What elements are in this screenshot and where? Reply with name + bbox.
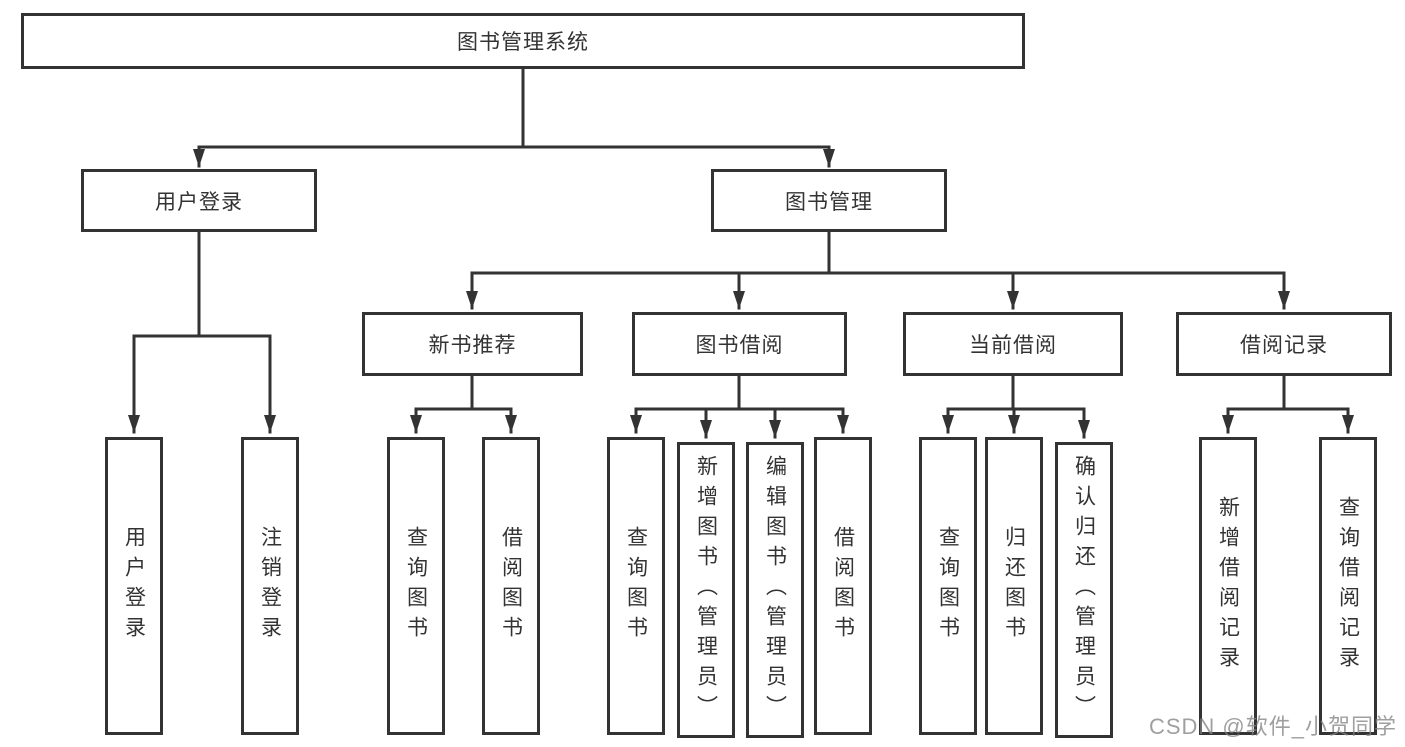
- node-label: 注销登录: [258, 526, 282, 646]
- edge-borrow-records-children: [1222, 374, 1354, 434]
- node-label: 新书推荐: [428, 334, 517, 357]
- node-label: 查询图书: [404, 526, 428, 646]
- node-logout: 注销登录: [241, 437, 299, 735]
- edge-root-to-level2: [193, 67, 835, 168]
- node-root: 图书管理系统: [21, 13, 1025, 69]
- csdn-watermark: CSDN @软件_小贺同学: [1148, 714, 1397, 739]
- node-label: 查询图书: [624, 526, 648, 646]
- node-br-query-record: 查询借阅记录: [1319, 437, 1377, 735]
- edge-current-borrow-children: [942, 374, 1090, 439]
- node-label: 当前借阅: [969, 334, 1057, 357]
- node-nbr-query-books: 查询图书: [387, 437, 445, 735]
- node-label: 用户登录: [155, 190, 243, 214]
- node-label: 确认归还（管理员）: [1072, 455, 1096, 725]
- edge-new-book-rec-children: [410, 374, 517, 434]
- node-label: 用户登录: [122, 526, 146, 646]
- node-nbr-borrow-books: 借阅图书: [482, 437, 540, 735]
- node-bb-add-books: 新增图书（管理员）: [677, 442, 735, 738]
- node-cb-confirm-return: 确认归还（管理员）: [1055, 442, 1113, 738]
- node-new-book-rec: 新书推荐: [362, 312, 583, 376]
- node-label: 新增借阅记录: [1216, 496, 1240, 676]
- node-login: 用户登录: [105, 437, 163, 735]
- node-label: 查询借阅记录: [1336, 496, 1360, 676]
- node-book-borrow: 图书借阅: [632, 312, 847, 376]
- node-bb-edit-books: 编辑图书（管理员）: [746, 442, 804, 738]
- node-label: 借阅记录: [1240, 334, 1328, 357]
- node-bb-borrow-books: 借阅图书: [814, 437, 872, 735]
- node-label: 图书管理: [785, 190, 873, 214]
- node-cb-return-books: 归还图书: [985, 437, 1043, 735]
- node-label: 图书管理系统: [457, 31, 589, 54]
- node-br-add-record: 新增借阅记录: [1199, 437, 1257, 735]
- node-label: 借阅图书: [499, 526, 523, 646]
- edge-user-login-children: [128, 230, 276, 434]
- node-borrow-records: 借阅记录: [1176, 312, 1392, 376]
- node-bb-query-books: 查询图书: [607, 437, 665, 735]
- edge-book-mgmt-children: [466, 230, 1290, 310]
- edge-book-borrow-children: [630, 374, 849, 439]
- node-label: 借阅图书: [831, 526, 855, 646]
- node-cb-query-books: 查询图书: [919, 437, 977, 735]
- node-book-mgmt: 图书管理: [711, 169, 947, 232]
- node-current-borrow: 当前借阅: [903, 312, 1123, 376]
- node-user-login: 用户登录: [81, 169, 317, 232]
- node-label: 图书借阅: [695, 334, 784, 357]
- node-label: 查询图书: [936, 526, 960, 646]
- node-label: 编辑图书（管理员）: [763, 455, 787, 725]
- node-label: 新增图书（管理员）: [694, 455, 718, 725]
- node-label: 归还图书: [1002, 526, 1026, 646]
